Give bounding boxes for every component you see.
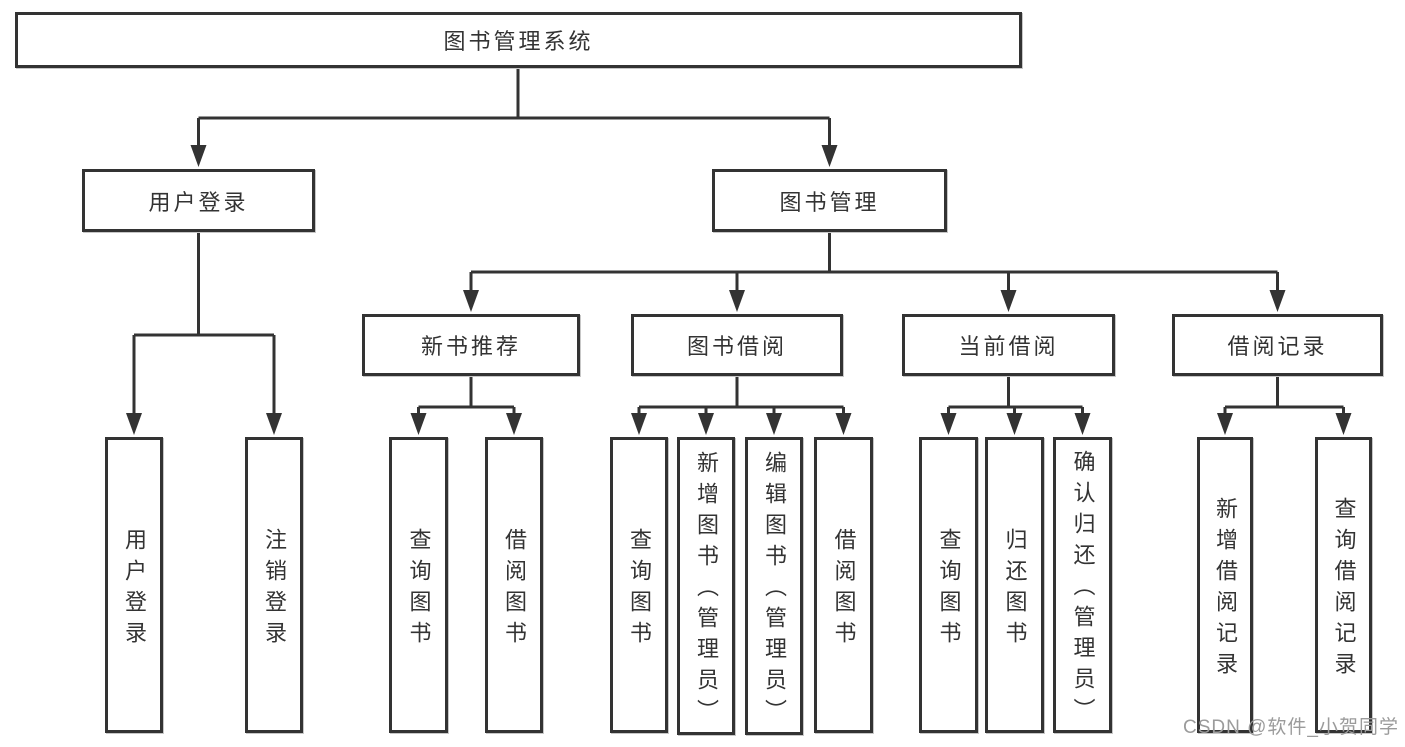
leaf-user-login: 用户登录 <box>105 437 163 733</box>
connector-user-login-to-children <box>126 232 282 435</box>
leaf-add-borrowing-record: 新增借阅记录 <box>1197 437 1253 733</box>
leaf-confirm-return-admin: 确认归还（管理员） <box>1053 437 1112 733</box>
connector-borrowing-records-to-children <box>1217 376 1352 435</box>
node-label: 查询借阅记录 <box>1331 496 1357 683</box>
leaf-borrow-books: 借阅图书 <box>814 437 873 733</box>
node-book-management: 图书管理 <box>712 169 947 232</box>
leaf-query-books-current: 查询图书 <box>919 437 978 733</box>
node-label: 新增借阅记录 <box>1213 496 1238 683</box>
leaf-query-borrowing-record: 查询借阅记录 <box>1315 437 1372 733</box>
node-label: 查询图书 <box>627 527 652 652</box>
node-label: 归还图书 <box>1002 527 1028 652</box>
connector-current-borrowing-to-children <box>940 376 1091 435</box>
leaf-return-books: 归还图书 <box>985 437 1044 733</box>
csdn-watermark: CSDN @软件_小贺同学 <box>1183 717 1399 738</box>
leaf-query-books-recommend: 查询图书 <box>389 437 448 733</box>
node-label: 用户登录 <box>148 189 249 215</box>
connector-book-borrowing-to-children <box>631 376 852 435</box>
leaf-borrow-books-recommend: 借阅图书 <box>485 437 543 733</box>
node-borrowing-records: 借阅记录 <box>1172 314 1383 376</box>
node-label: 注销登录 <box>262 527 287 652</box>
connector-new-book-recommendation-to-children <box>410 376 522 435</box>
leaf-query-books-borrowing: 查询图书 <box>610 437 668 733</box>
leaf-add-books-admin: 新增图书（管理员） <box>677 437 735 735</box>
node-library-management-system: 图书管理系统 <box>15 12 1022 68</box>
connector-book-management-to-level3 <box>463 232 1286 312</box>
node-label: 查询图书 <box>936 527 962 652</box>
node-label: 确认归还（管理员） <box>1070 450 1096 729</box>
leaf-logout: 注销登录 <box>245 437 303 733</box>
node-book-borrowing: 图书借阅 <box>631 314 843 376</box>
node-new-book-recommendation: 新书推荐 <box>362 314 580 376</box>
node-label: 借阅图书 <box>502 527 527 652</box>
node-label: 借阅图书 <box>831 527 857 652</box>
node-label: 借阅记录 <box>1227 334 1328 359</box>
node-label: 查询图书 <box>406 527 432 652</box>
node-user-login: 用户登录 <box>82 169 315 232</box>
node-current-borrowing: 当前借阅 <box>902 314 1115 376</box>
node-label: 图书借阅 <box>686 334 787 359</box>
node-label: 新书推荐 <box>420 334 521 359</box>
node-label: 图书管理 <box>779 189 880 215</box>
leaf-edit-books-admin: 编辑图书（管理员） <box>745 437 803 735</box>
connector-root-to-level2 <box>190 68 838 167</box>
node-label: 图书管理系统 <box>443 29 594 54</box>
node-label: 当前借阅 <box>958 334 1059 359</box>
node-label: 编辑图书（管理员） <box>762 451 787 730</box>
node-label: 用户登录 <box>122 527 147 652</box>
node-label: 新增图书（管理员） <box>694 451 719 730</box>
